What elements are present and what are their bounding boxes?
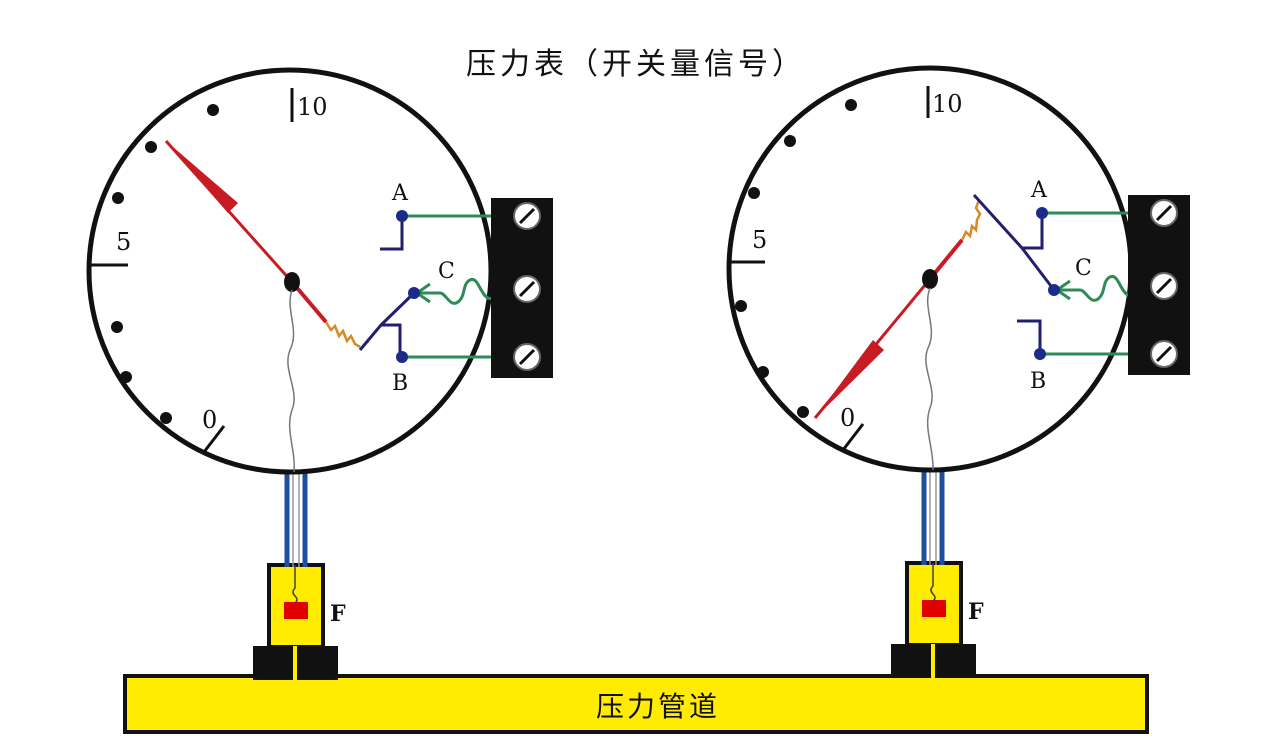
gauge-right: F 10 5 0 xyxy=(726,65,1190,684)
pressure-pipe: 压力管道 xyxy=(123,674,1149,734)
capillary-right xyxy=(921,467,945,565)
contact-label-a-right: A xyxy=(1030,178,1048,203)
sensor-label-left: F xyxy=(330,601,346,627)
contact-label-c-right: C xyxy=(1075,256,1092,281)
contact-label-b-left: B xyxy=(392,371,408,396)
scale-dots-left xyxy=(111,104,219,424)
spring-left xyxy=(324,321,361,349)
pipe-label: 压力管道 xyxy=(596,690,720,723)
gauge-left-mount: F xyxy=(253,563,346,684)
sensor-element-left xyxy=(284,602,308,619)
tick-0-left xyxy=(202,425,226,453)
contact-a-left xyxy=(396,210,408,222)
contact-b-bracket-right xyxy=(1017,319,1042,352)
contact-b-right xyxy=(1034,348,1046,360)
contact-arm-right xyxy=(972,193,1044,250)
gauge-left: F 10 5 0 xyxy=(86,67,553,684)
pointer-right xyxy=(813,238,964,419)
contact-label-b-right: B xyxy=(1030,369,1046,394)
contact-c-left xyxy=(408,287,420,299)
pointer-pivot-left xyxy=(284,272,300,292)
scale-label-5-left: 5 xyxy=(116,228,131,256)
terminal-block-left xyxy=(491,198,553,378)
contact-label-c-left: C xyxy=(438,259,455,284)
contact-label-a-left: A xyxy=(391,181,409,206)
scale-label-0-right: 0 xyxy=(840,404,855,432)
terminal-block-right xyxy=(1128,195,1190,375)
contact-a-bracket-left xyxy=(380,218,404,251)
dial-face-left xyxy=(86,67,494,475)
sensor-label-right: F xyxy=(968,599,984,625)
contact-c-right xyxy=(1048,284,1060,296)
tick-0-right xyxy=(841,423,865,451)
scale-dots-right xyxy=(735,99,857,418)
contact-b-left xyxy=(396,351,408,363)
diagram-title: 压力表（开关量信号） xyxy=(466,47,806,82)
contact-arm-left xyxy=(358,323,402,356)
linkage-wire-left xyxy=(287,289,295,473)
contact-a-right xyxy=(1036,207,1048,219)
sensor-element-right xyxy=(922,600,946,617)
scale-label-0-left: 0 xyxy=(202,406,217,434)
scale-label-5-right: 5 xyxy=(752,226,767,254)
scale-label-10-left: 10 xyxy=(297,93,328,121)
pointer-pivot-right xyxy=(922,269,938,289)
scale-label-10-right: 10 xyxy=(932,90,963,118)
gauge-right-mount: F xyxy=(891,561,984,684)
spring-right xyxy=(960,199,982,241)
capillary-left xyxy=(284,470,308,567)
linkage-wire-right xyxy=(925,287,934,471)
pointer-left xyxy=(164,140,328,324)
